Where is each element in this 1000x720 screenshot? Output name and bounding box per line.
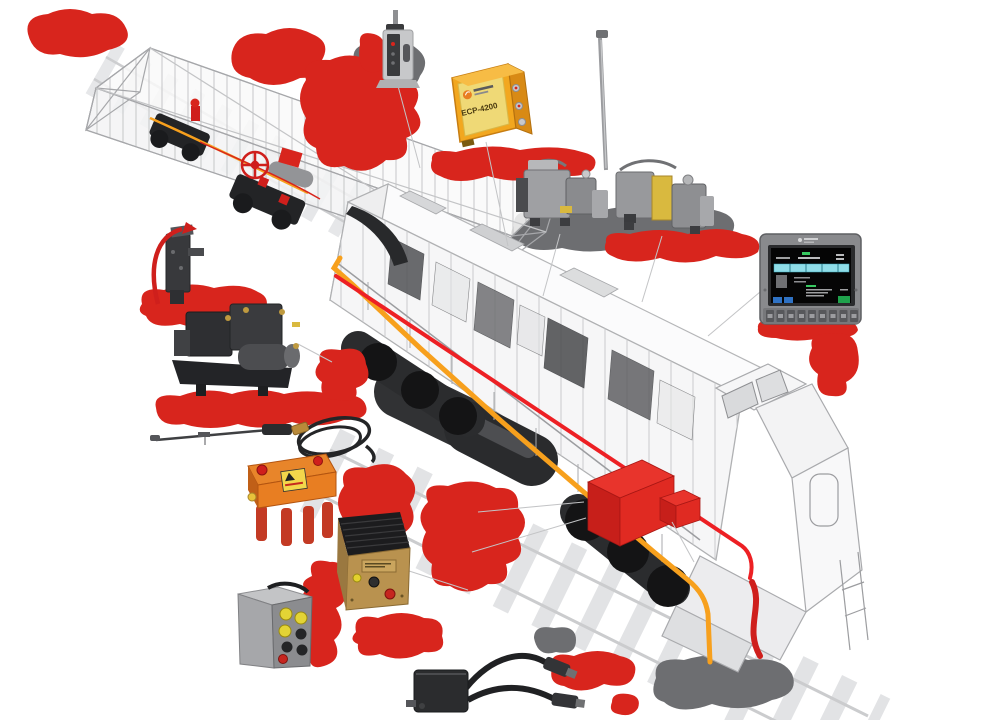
windshield xyxy=(755,369,789,403)
side-connectors xyxy=(512,84,526,126)
red-front-hose xyxy=(749,579,763,659)
label-blob xyxy=(604,229,760,263)
y-trainline-cable xyxy=(406,653,586,713)
air-compressor-left xyxy=(516,158,608,226)
red-trainline-pipe xyxy=(334,274,754,580)
train-profile-bar xyxy=(773,263,850,273)
orange-air-pipe xyxy=(330,255,713,665)
label-blob xyxy=(551,651,636,691)
red-label-blobs xyxy=(27,9,859,716)
loco-cab xyxy=(714,363,808,419)
display-key-row xyxy=(763,308,859,324)
nose-door xyxy=(809,473,839,527)
car-handbrake-wheel xyxy=(240,150,270,180)
roof-grille xyxy=(469,223,525,252)
car-red-placard xyxy=(278,147,303,168)
rear-truck xyxy=(341,331,485,437)
shadow-blob xyxy=(534,627,576,654)
label-blob xyxy=(420,481,525,592)
freight-car-underframe xyxy=(149,98,321,230)
air-compressor-right xyxy=(615,159,714,234)
roof-hatch xyxy=(559,267,619,298)
loco-interior-panels xyxy=(387,237,696,441)
carry-handle xyxy=(267,581,310,594)
roof-hatch xyxy=(399,190,447,215)
car-truck-front xyxy=(229,174,306,230)
label-blob xyxy=(359,33,385,73)
car-red-valve xyxy=(190,98,200,121)
cab-display-unit xyxy=(759,233,862,325)
label-blob xyxy=(231,28,326,85)
gold-electronics-box xyxy=(337,512,411,611)
junction-box-legs xyxy=(256,502,333,546)
label-blob xyxy=(809,333,859,397)
ecp-4200-unit: ECP-4200 xyxy=(451,63,533,148)
hanging-trainline-rod xyxy=(596,30,608,171)
label-blob xyxy=(315,348,369,401)
coiled-trainline-cable xyxy=(291,416,376,464)
leader-lines xyxy=(289,85,761,591)
red-arrow xyxy=(151,226,183,305)
label-blob xyxy=(155,390,367,428)
wabtec-logo xyxy=(462,84,494,100)
orange-junction-box xyxy=(247,453,337,546)
car-control-device-box xyxy=(237,581,313,669)
label-blob xyxy=(301,560,346,668)
brake-control-valve xyxy=(172,303,300,396)
antenna-rod xyxy=(150,424,311,445)
label-blob xyxy=(431,146,596,181)
car-air-reservoir xyxy=(268,161,314,188)
label-blob xyxy=(610,693,639,716)
red-brake-equipment-box xyxy=(587,459,702,547)
car-trainline-red xyxy=(199,141,321,200)
brake-rigging-hanger xyxy=(151,222,204,305)
end-of-train-device xyxy=(376,10,420,88)
label-blob xyxy=(352,613,444,659)
label-blob xyxy=(27,9,128,58)
locomotive-cutaway xyxy=(329,182,869,673)
windshield xyxy=(721,381,759,419)
shadow-blob xyxy=(653,655,794,710)
display-logo xyxy=(798,238,818,243)
rear-intake-swoosh xyxy=(346,206,408,266)
